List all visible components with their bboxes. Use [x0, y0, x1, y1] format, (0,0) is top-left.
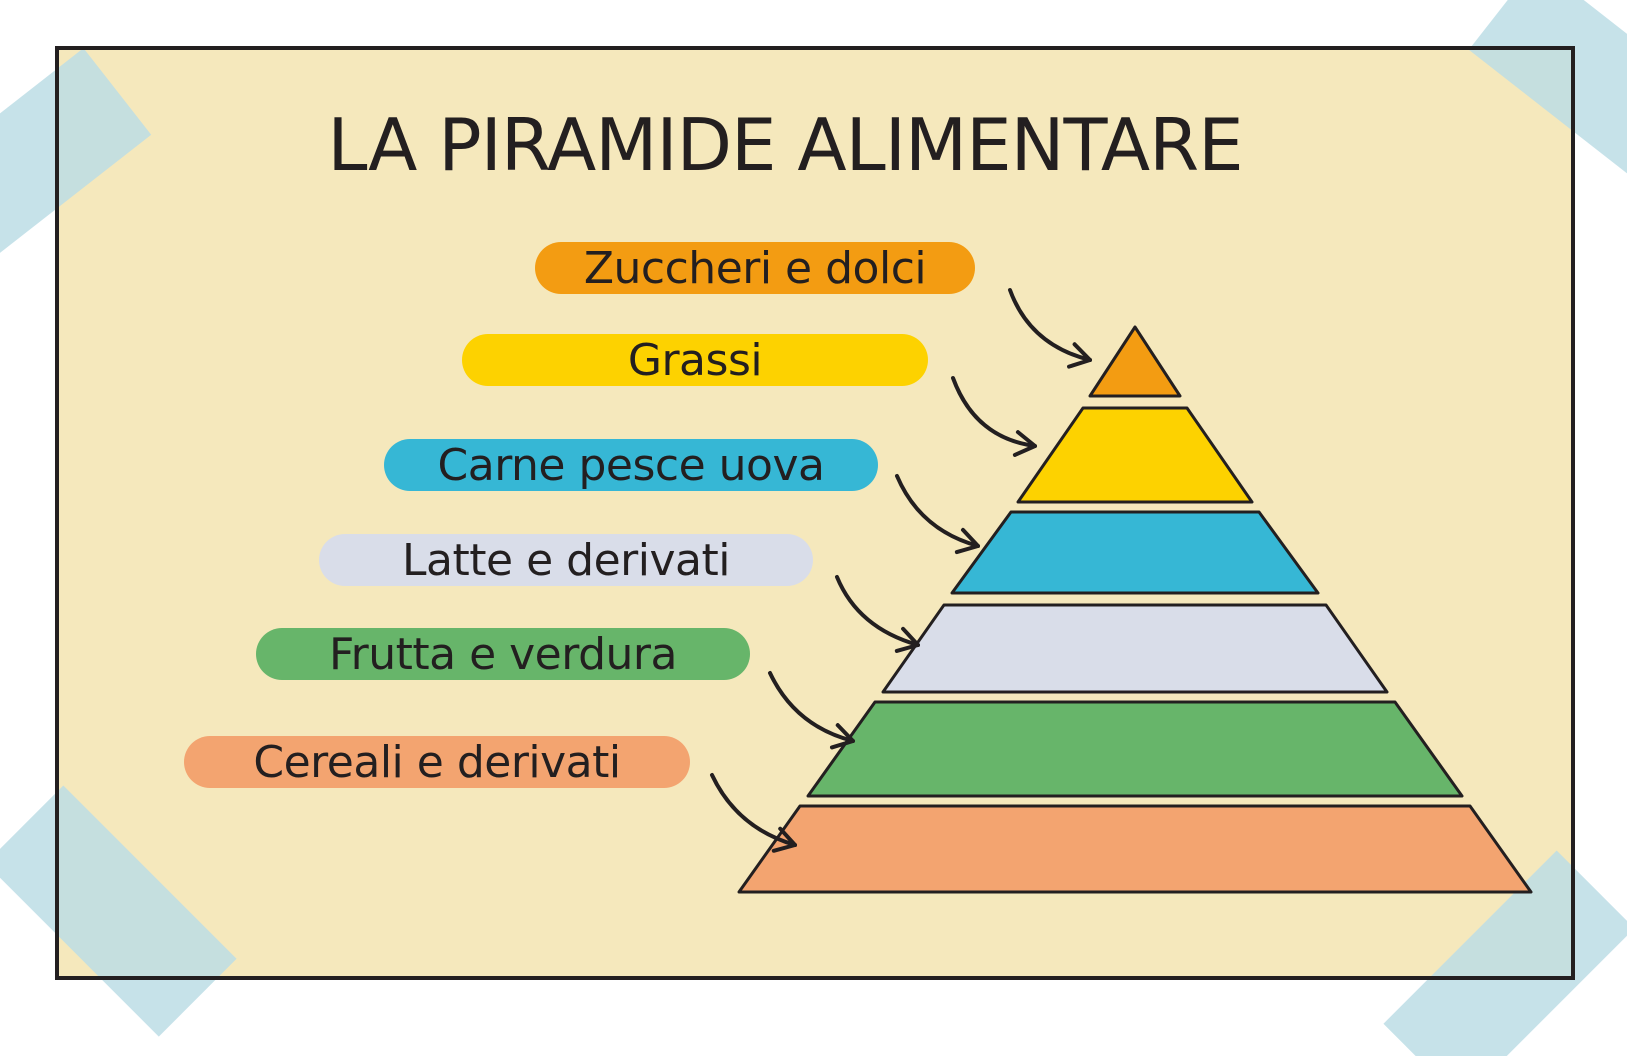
arrow-second: [951, 376, 1037, 457]
label-pill-base: [184, 736, 690, 788]
pyramid-layer-fifth: [806, 700, 1464, 798]
pyramid-layer-base: [737, 804, 1533, 894]
arrow-fourth: [835, 575, 920, 653]
label-text-base: Cereali e derivati: [253, 737, 620, 788]
label-text-second: Grassi: [628, 335, 762, 386]
label-text-fifth: Frutta e verdura: [329, 629, 677, 680]
label-pill-fifth: [256, 628, 750, 680]
label-text-fourth: Latte e derivati: [402, 535, 730, 586]
label-pill-top: [535, 242, 975, 294]
pyramid-layer-fourth: [881, 603, 1389, 694]
label-text-top: Zuccheri e dolci: [584, 243, 926, 294]
tape-top-right: [1468, 0, 1627, 201]
tape-top-left: [0, 48, 152, 286]
label-pill-third: [384, 439, 878, 491]
arrow-top: [1008, 288, 1092, 369]
arrow-third: [895, 474, 980, 555]
arrow-fifth: [768, 671, 855, 750]
label-pill-fourth: [319, 534, 813, 586]
level-arrows: [710, 288, 1092, 853]
tape-bottom-left: [0, 785, 237, 1037]
pyramid-layer-second: [1016, 406, 1254, 504]
arrow-base: [710, 773, 797, 853]
diagram-title: LA PIRAMIDE ALIMENTARE: [327, 103, 1242, 187]
label-text-third: Carne pesce uova: [438, 440, 825, 491]
pyramid-layer-top: [1088, 325, 1182, 398]
card-frame: [55, 46, 1575, 980]
label-pill-second: [462, 334, 928, 386]
pyramid: [737, 325, 1533, 894]
pyramid-layer-third: [950, 510, 1320, 595]
